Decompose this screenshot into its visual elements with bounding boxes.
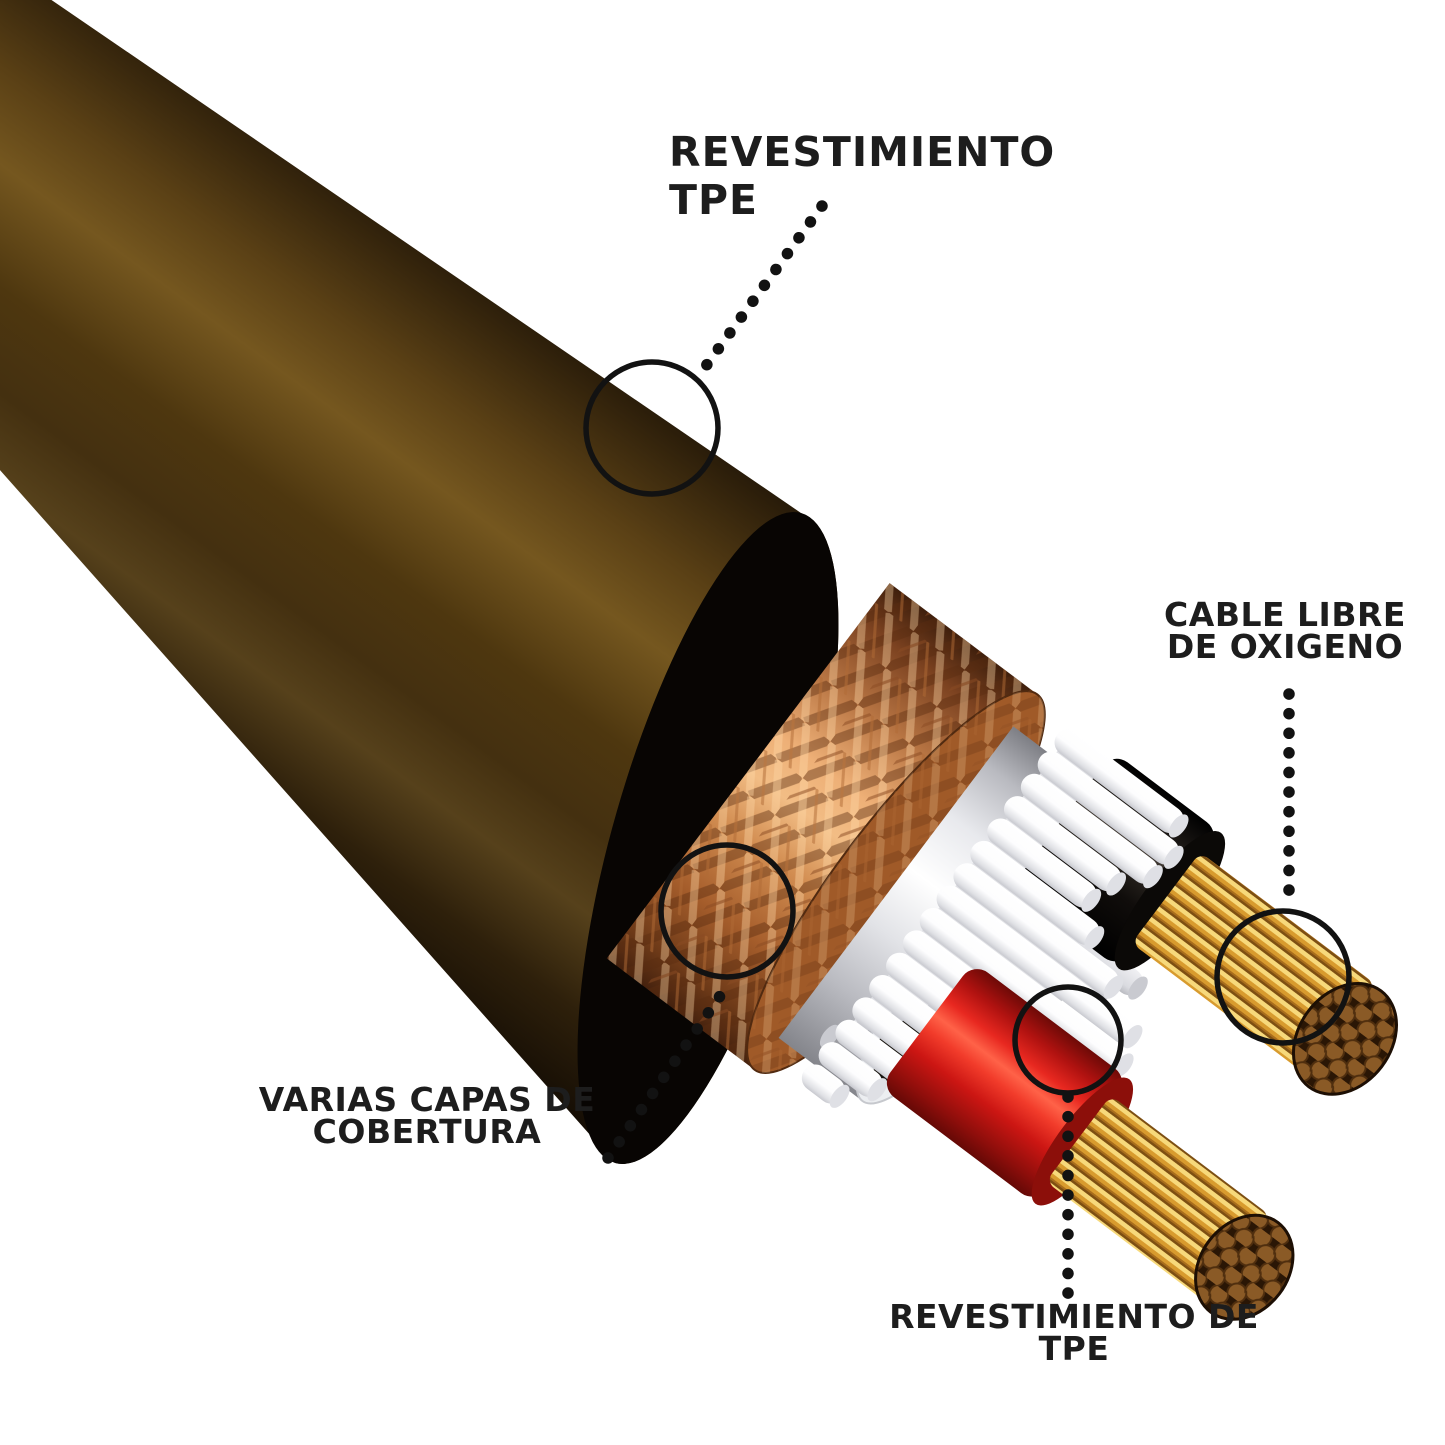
callout-circle-copper [1214, 908, 1352, 1046]
callout-dots-coverage [602, 990, 726, 1164]
white-strand [1037, 751, 1179, 865]
white-strand-tip [1106, 872, 1126, 896]
copper-braid-body [606, 583, 1038, 1070]
white-strand-tip [867, 1078, 888, 1102]
white-strand [1020, 773, 1159, 884]
white-strand [987, 818, 1097, 908]
label-cable-libre-de-oxigeno: CABLE LIBRE DE OXIGENO [1164, 595, 1406, 666]
label-line: DE OXIGENO [1166, 627, 1404, 666]
black-conductor-copper-tips [1291, 982, 1398, 1096]
white-strand [953, 863, 1119, 995]
white-strand-tip [1163, 845, 1184, 869]
white-strand-tip [829, 1084, 850, 1108]
callout-circle-coverage [658, 842, 796, 980]
label-revestimiento-de-tpe: REVESTIMIENTO DE TPE [889, 1297, 1259, 1368]
white-strand-tip [1103, 975, 1124, 999]
red-conductor-copper-tips [1194, 1213, 1295, 1321]
label-line: REVESTIMIENTO [669, 128, 1056, 176]
white-strand-tip [1084, 926, 1105, 950]
label-line: TPE [669, 176, 759, 224]
white-strand-tip [1081, 888, 1102, 912]
red-conductor-copper-strands [1049, 1099, 1295, 1321]
white-strand-tip [1122, 1025, 1143, 1049]
white-strand [1004, 796, 1122, 892]
white-strand [1054, 729, 1184, 834]
label-line: COBERTURA [312, 1112, 542, 1151]
callout-circle-jacket [583, 359, 721, 497]
label-line: REVESTIMIENTO DE [889, 1297, 1259, 1336]
callout-dots-jacket [697, 200, 828, 376]
white-strand-tip [819, 1024, 840, 1048]
white-strand [970, 840, 1100, 945]
label-line: CABLE LIBRE [1164, 595, 1406, 634]
label-line: VARIAS CAPAS DE [258, 1080, 596, 1119]
white-strand-tip [1128, 976, 1148, 1000]
label-varias-capas-de-cobertura: VARIAS CAPAS DE COBERTURA [258, 1080, 596, 1151]
white-strand-tip [1143, 865, 1163, 889]
label-revestimiento-tpe: REVESTIMIENTO TPE [669, 128, 1055, 224]
black-conductor-copper-strands [1135, 856, 1398, 1096]
white-strand [818, 1042, 883, 1097]
label-line: TPE [1038, 1329, 1110, 1368]
white-strand [919, 907, 1129, 1073]
white-strand [936, 885, 1138, 1044]
white-strand-tip [1168, 814, 1189, 838]
white-strand-tip [1113, 1053, 1134, 1077]
